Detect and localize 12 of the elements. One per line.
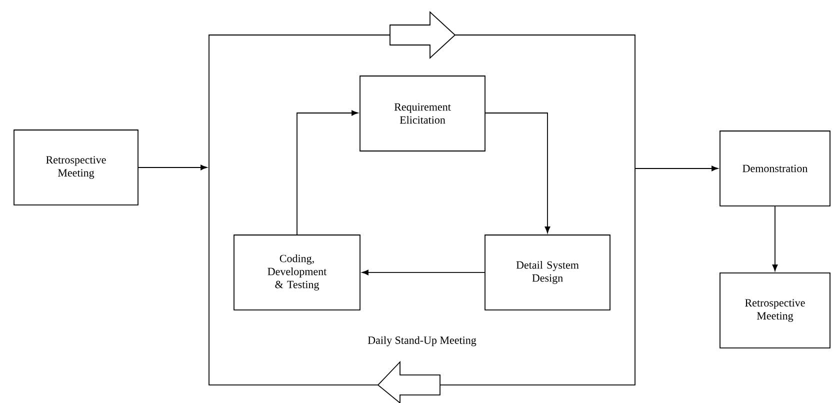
process-box: Retrospective Meeting <box>14 130 138 206</box>
arrow <box>635 166 718 172</box>
arrow <box>485 112 550 234</box>
arrow <box>296 110 358 235</box>
arrow <box>772 206 778 272</box>
process-box: Coding, Development & Testing <box>234 234 360 310</box>
process-box: Requirement Elicitation <box>360 76 486 152</box>
arrow <box>362 270 485 276</box>
process-box: Detail System Design <box>484 234 610 310</box>
process-box: Demonstration <box>720 130 830 206</box>
process-box: Retrospective Meeting <box>720 272 830 348</box>
arrow <box>138 164 208 170</box>
